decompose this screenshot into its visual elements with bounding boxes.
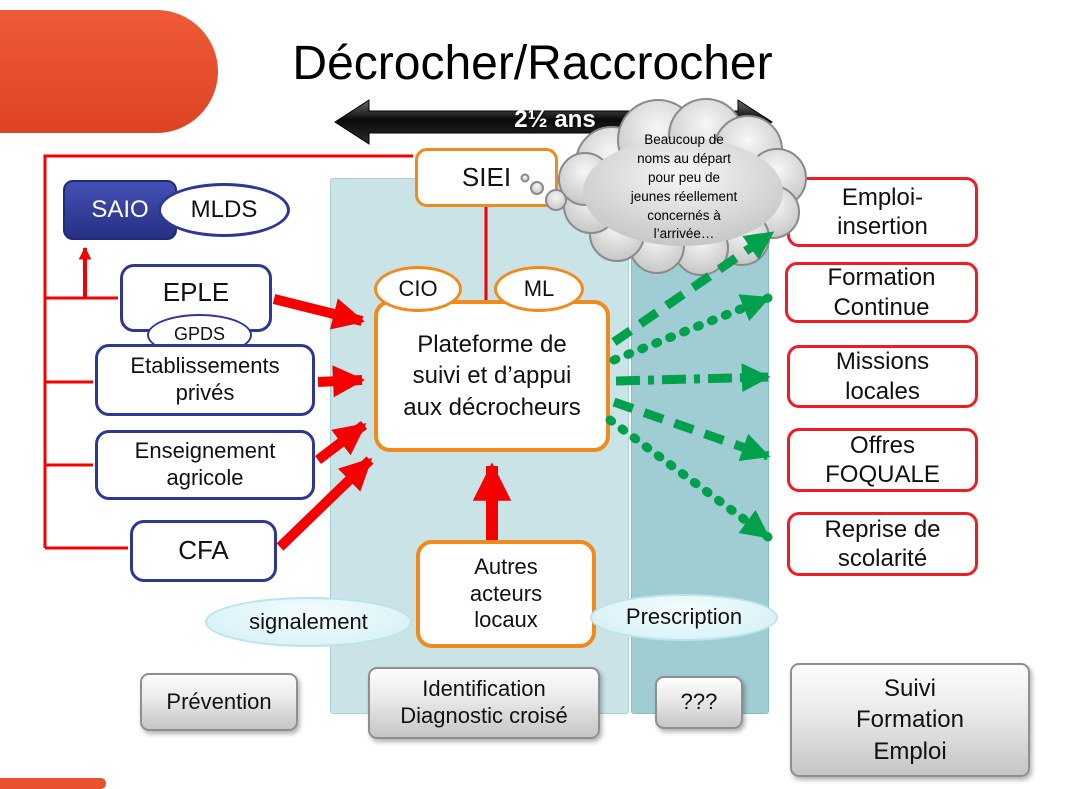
phase-suivi: Suivi Formation Emploi <box>790 663 1030 777</box>
node-reprise-scolarite: Reprise de scolarité <box>787 512 978 576</box>
node-plateforme: Plateforme de suivi et d’appui aux décro… <box>374 300 610 452</box>
band-prescription: Prescription <box>590 594 778 641</box>
node-autres-acteurs: Autres acteurs locaux <box>416 540 596 648</box>
node-siei: SIEI <box>415 148 558 207</box>
node-missions-locales: Missions locales <box>787 345 978 408</box>
page-title: Décrocher/Raccrocher <box>292 37 773 90</box>
phase-identification: Identification Diagnostic croisé <box>368 667 600 739</box>
node-offres-foquale: Offres FOQUALE <box>787 428 978 492</box>
node-cfa: CFA <box>130 520 277 582</box>
node-enseignement-agricole: Enseignement agricole <box>95 430 315 500</box>
decor-corner-shape <box>0 10 218 133</box>
node-formation-continue: Formation Continue <box>785 262 978 323</box>
node-etablissements-prives: Etablissements privés <box>95 344 315 416</box>
phase-inconnu: ??? <box>655 676 743 729</box>
cloud-text: Beaucoup de noms au départ pour peu de j… <box>630 132 738 242</box>
node-mlds: MLDS <box>158 183 290 237</box>
node-emploi-insertion: Emploi- insertion <box>787 177 978 247</box>
band-signalement: signalement <box>205 597 412 647</box>
node-ml: ML <box>494 266 584 312</box>
node-cio: CIO <box>374 266 462 312</box>
decor-bottom-bar <box>0 778 106 789</box>
phase-prevention: Prévention <box>140 673 298 731</box>
timeline-label: 2½ ans <box>514 106 596 133</box>
